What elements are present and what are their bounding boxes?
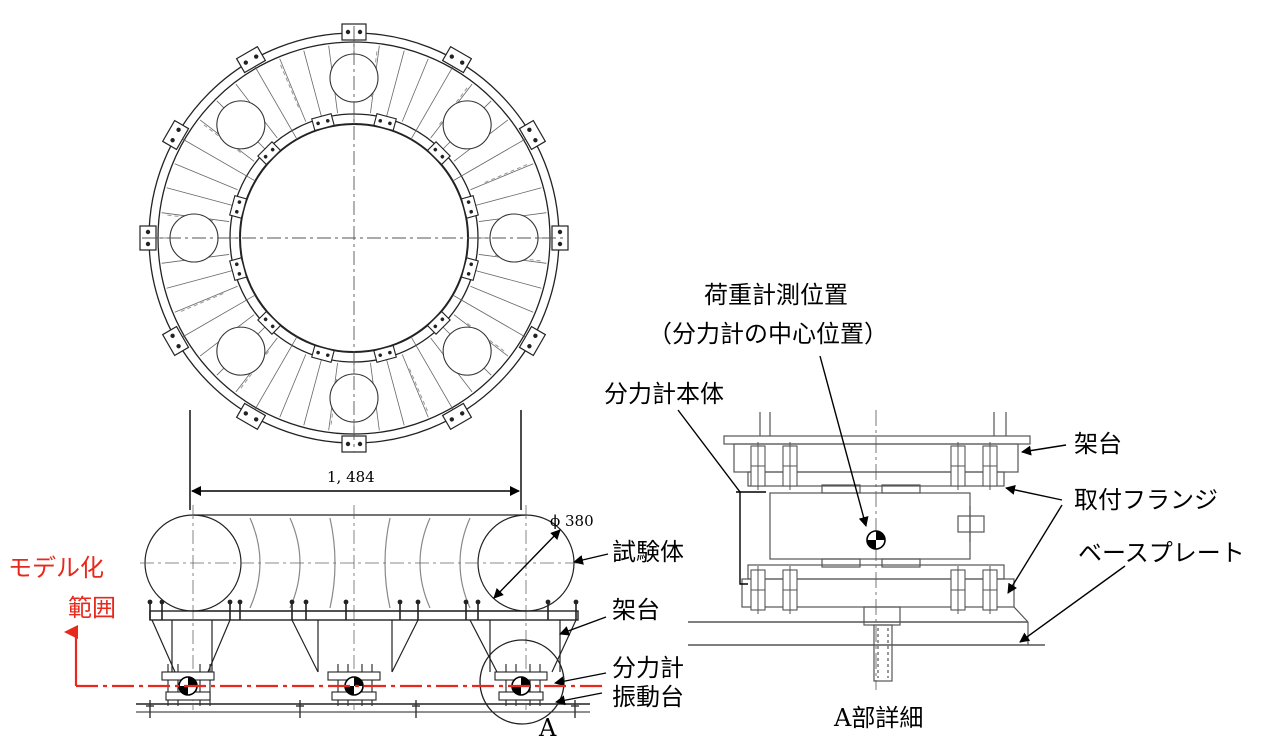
mounting-flange-label: 取付フランジ (1074, 486, 1218, 514)
detail-bolt (950, 566, 966, 614)
frame-label: 架台 (612, 596, 660, 624)
gauge-body (769, 492, 971, 560)
detail-frame-label: 架台 (1074, 430, 1122, 458)
ring-inner-lug (460, 195, 479, 219)
ring-radial-line (303, 50, 322, 117)
force-gauge-label: 分力計 (612, 654, 684, 682)
ring-radial-line (176, 294, 256, 341)
ring-radial-line (401, 58, 429, 122)
ring-outer-lug (441, 402, 473, 431)
ring-bolt-mark (280, 64, 300, 110)
side-force-gauge (327, 671, 381, 701)
ring-outer-lug (518, 325, 547, 357)
shaking-table-label: 振動台 (612, 683, 684, 711)
ring-radial-line (452, 294, 532, 341)
ring-radial-line (470, 285, 534, 313)
ring-radial-line (475, 270, 542, 289)
ring-radial-line (166, 270, 233, 289)
model-range-label-line1: モデル化 (8, 554, 104, 582)
ring-radial-line (279, 58, 307, 122)
ring-opening (442, 326, 492, 376)
ring-bolt-mark (408, 366, 428, 412)
detail-bolt (782, 566, 798, 614)
ring-radial-line (475, 187, 542, 206)
ring-inner-lug (373, 344, 397, 363)
ring-inner-lug (229, 195, 248, 219)
ring-inner-lug (257, 141, 282, 166)
detail-bolt (982, 442, 998, 490)
dimension-width (189, 410, 522, 510)
detail-bolt (750, 566, 766, 614)
ring-radial-line (174, 285, 238, 313)
model-range-indicator (64, 625, 604, 688)
ring-radial-line (176, 135, 256, 182)
model-range-label-line2: 範囲 (68, 594, 116, 622)
ring-inner-lug (426, 310, 451, 335)
specimen-label: 試験体 (612, 538, 684, 566)
ring-outer-lug (441, 45, 473, 74)
ring-radial-line (174, 163, 238, 191)
load-measure-center-symbol (866, 530, 886, 550)
ring-radial-line (410, 60, 457, 140)
dimension-diameter-arrow (493, 529, 561, 599)
ring-opening (442, 100, 492, 150)
ring-radial-line (303, 359, 322, 426)
ring-outer-lug (161, 119, 190, 151)
side-leaders (554, 553, 609, 706)
ring-radial-line (386, 359, 405, 426)
ring-radial-line (386, 50, 405, 117)
detail-a-title: A部詳細 (834, 704, 924, 732)
load-measure-position-label: 荷重計測位置 (704, 281, 848, 309)
ring-radial-line (401, 354, 429, 418)
ring-radial-line (452, 135, 532, 182)
ring-inner-lug (229, 257, 248, 281)
ring-bolt-mark (482, 164, 528, 184)
detail-a-drawing (688, 410, 1045, 690)
gauge-center-position-label: （分力計の中心位置） (648, 320, 888, 348)
gauge-body-label: 分力計本体 (604, 380, 724, 408)
dimension-diameter-label: ϕ 380 (550, 512, 594, 530)
ring-inner-lug (311, 113, 335, 132)
dimension-width-label: 1, 484 (327, 468, 375, 486)
ring-inner-lug (426, 141, 451, 166)
side-view (136, 505, 590, 725)
ring-radial-line (166, 187, 233, 206)
detail-bolt (750, 442, 766, 490)
ring-outer-lug (161, 325, 190, 357)
ring-radial-line (279, 354, 307, 418)
frame-plate (149, 610, 579, 621)
ring-inner-lug (373, 113, 397, 132)
ring-bolt-mark (180, 292, 226, 312)
section-a-label: A (539, 714, 557, 742)
detail-leaders (677, 355, 1126, 643)
ring-inner-lug (311, 344, 335, 363)
detail-bolt (782, 442, 798, 490)
ring-inner-lug (460, 257, 479, 281)
detail-frame-top (723, 435, 1031, 445)
ring-radial-line (410, 336, 457, 416)
ring-outer-lug (235, 402, 267, 431)
detail-bolt (982, 566, 998, 614)
ring-outer-lug (235, 45, 267, 74)
detail-bolt (950, 442, 966, 490)
base-plate-label: ベースプレート (1078, 539, 1245, 567)
ring-outer-lug (518, 119, 547, 151)
top-view-ring (139, 23, 569, 453)
ring-opening (216, 100, 266, 150)
ring-radial-line (251, 60, 298, 140)
ring-radial-line (470, 163, 534, 191)
ring-inner-lug (257, 310, 282, 335)
ring-opening (216, 326, 266, 376)
ring-radial-line (251, 336, 298, 416)
